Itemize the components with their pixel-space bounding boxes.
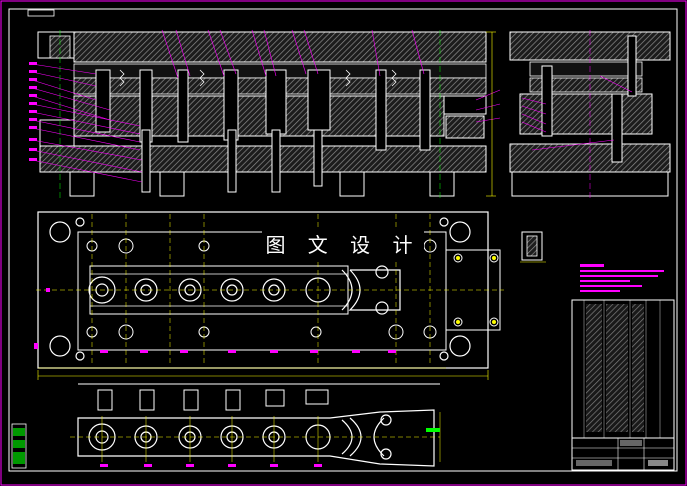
drawing-inner-border: [8, 8, 678, 472]
upper-left-tab: [27, 9, 55, 17]
parts-list-table: [571, 299, 675, 439]
revision-stamp: [11, 423, 27, 469]
die-side-section-view: [509, 30, 671, 198]
die-front-section-view: [29, 29, 501, 200]
detail-part-view: [520, 231, 546, 263]
watermark: 图 文 设 计: [262, 229, 424, 261]
technical-requirements-notes: [580, 264, 664, 292]
die-plan-view: [34, 211, 504, 380]
title-block: [571, 437, 675, 471]
strip-layout-view: [70, 383, 441, 467]
